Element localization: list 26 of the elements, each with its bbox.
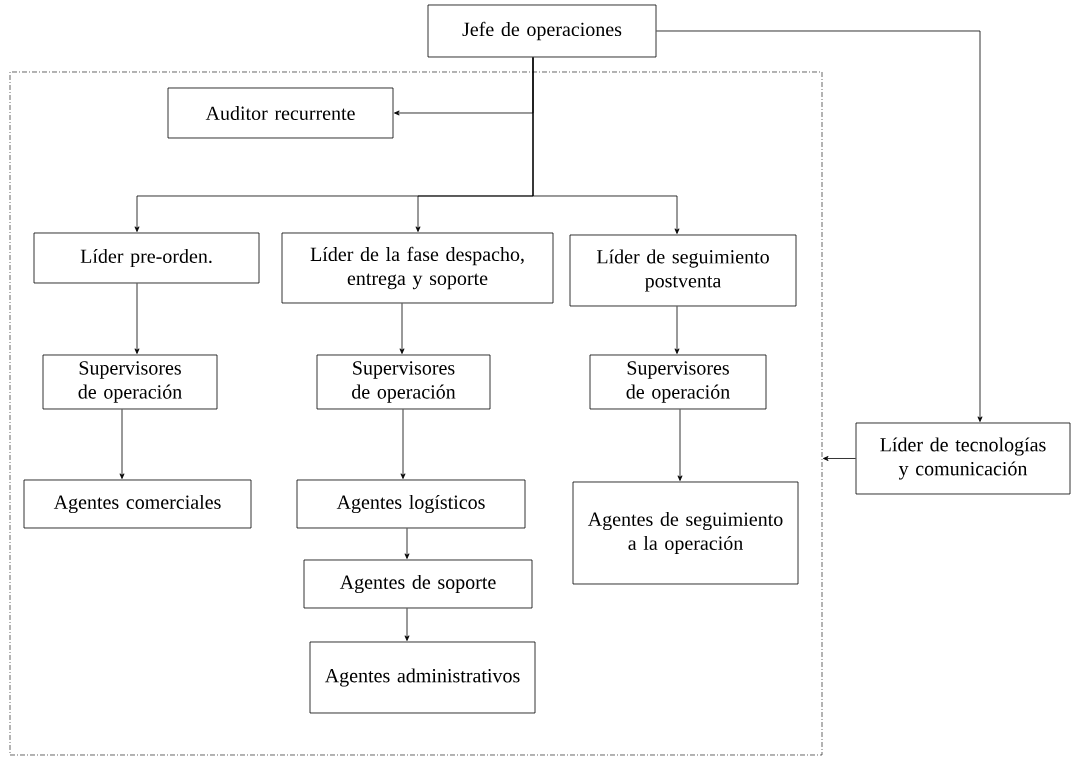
org-box: Líder pre-orden. (33, 232, 260, 284)
arrow (532, 57, 680, 234)
arrow (656, 30, 983, 422)
org-box: Agentes de soporte (303, 559, 533, 609)
org-box: Agentes administrativos (309, 641, 536, 714)
arrow (404, 608, 410, 641)
org-box: Supervisores de operación (42, 354, 218, 410)
arrow (404, 528, 410, 559)
org-box: Líder de la fase despacho, entrega y soporte (281, 232, 554, 304)
arrow (822, 456, 856, 461)
arrow (400, 409, 406, 479)
org-box: Jefe de operaciones (427, 4, 657, 58)
arrow (134, 283, 140, 354)
arrow (677, 409, 683, 481)
org-box: Líder de seguimiento postventa (569, 234, 797, 307)
org-box: Agentes de seguimiento a la operación (572, 481, 799, 585)
org-box: Supervisores de operación (589, 354, 767, 410)
arrow (674, 306, 680, 354)
org-box: Auditor recurrente (167, 87, 394, 139)
org-box: Líder de tecnologías y comunicación (855, 422, 1071, 495)
org-box: Agentes logísticos (296, 479, 526, 529)
org-box: Supervisores de operación (316, 354, 491, 410)
dashed-group-frame (9, 71, 823, 756)
arrow (399, 303, 405, 354)
arrow (119, 409, 125, 479)
org-box: Agentes comerciales (23, 479, 252, 529)
